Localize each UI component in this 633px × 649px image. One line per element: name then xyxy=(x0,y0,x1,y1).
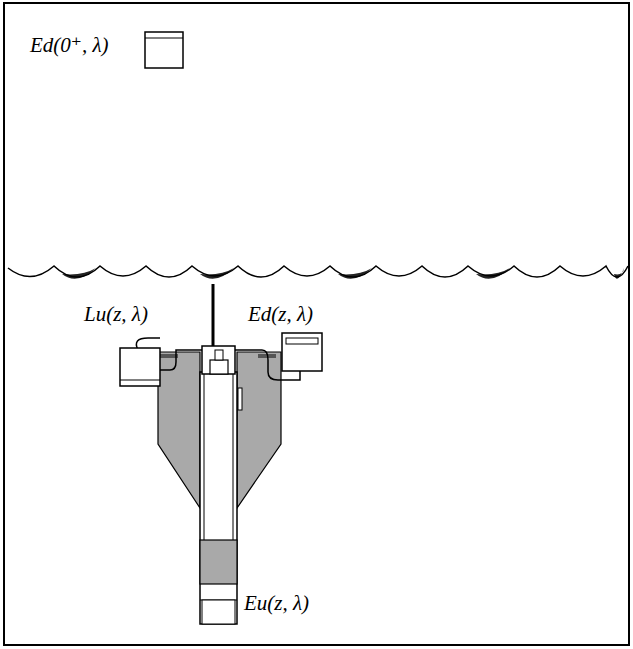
top-cap xyxy=(202,346,235,374)
fin-left xyxy=(158,352,200,508)
quantity-label: Eu(z, λ) xyxy=(244,592,309,615)
upwelling-sensor xyxy=(202,600,235,624)
cable xyxy=(212,284,215,346)
frame xyxy=(4,3,629,645)
irradiance-sensor xyxy=(282,333,322,371)
sensor-lid xyxy=(145,37,183,38)
tube-line xyxy=(204,372,205,540)
sea-surface xyxy=(8,266,628,279)
radiance-sensor xyxy=(120,348,160,386)
connector xyxy=(215,350,223,360)
wave-line xyxy=(8,266,628,277)
tube-band xyxy=(200,540,237,584)
connector-block xyxy=(210,360,228,374)
sensor-wire xyxy=(160,350,202,370)
tube-clip xyxy=(238,388,242,410)
sensor-base xyxy=(120,380,160,381)
tube xyxy=(200,372,237,624)
surface-sensor xyxy=(145,32,183,68)
fin-right xyxy=(237,352,281,508)
sensor-lid xyxy=(286,338,318,344)
quantity-label: Ed(0⁺, λ) xyxy=(30,34,109,57)
quantity-label: Ed(z, λ) xyxy=(248,303,313,326)
quantity-label: Lu(z, λ) xyxy=(84,303,148,326)
tube-line xyxy=(233,372,234,540)
